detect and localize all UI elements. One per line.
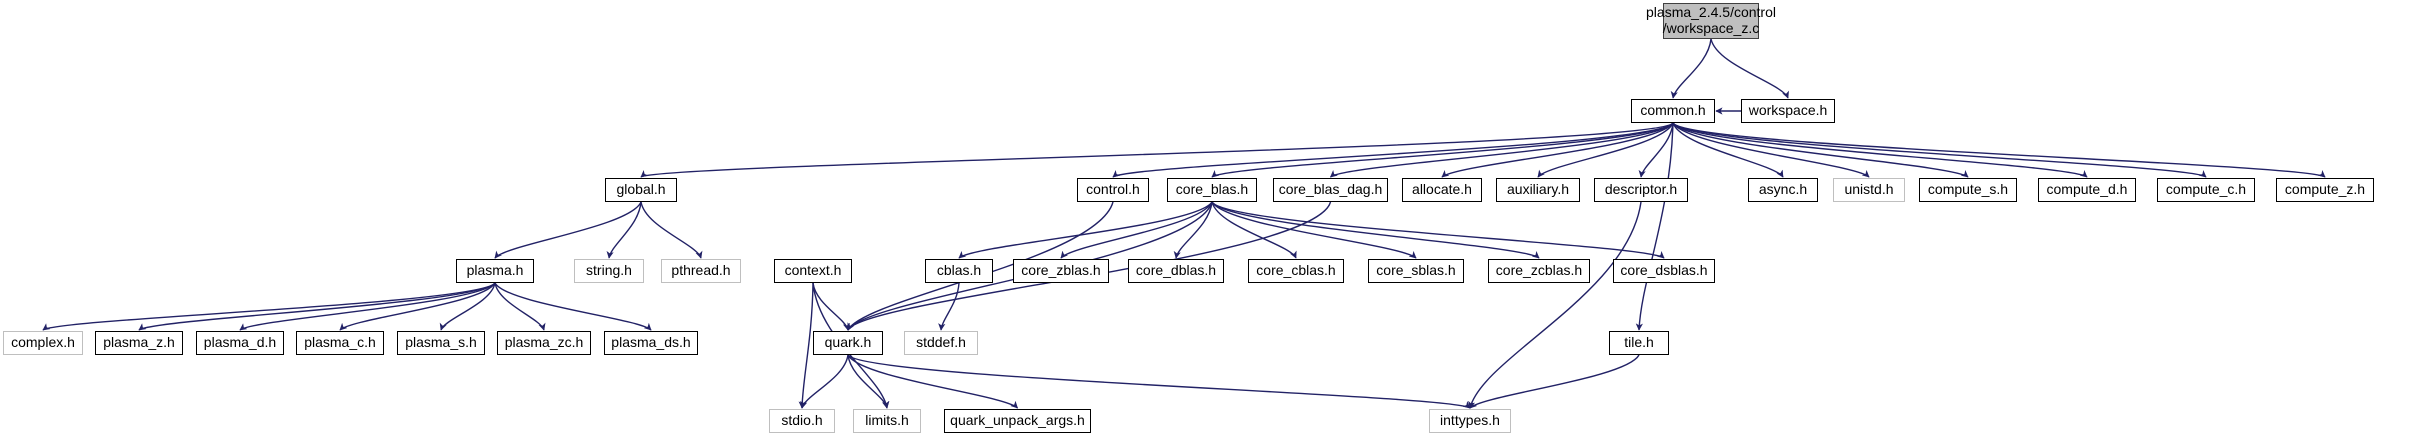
graph-edge-plasma-h-to-plasma-zc-h — [494, 282, 546, 331]
graph-node-core-blas-h[interactable]: core_blas.h — [1167, 178, 1257, 202]
graph-node-descriptor-h[interactable]: descriptor.h — [1594, 178, 1688, 202]
graph-edge-descriptor-h-to-inttypes-h — [1468, 201, 1642, 409]
graph-node-complex-h[interactable]: complex.h — [3, 331, 83, 355]
graph-edge-common-h-to-global-h — [640, 122, 1674, 178]
graph-edge-plasma-h-to-plasma-s-h — [439, 282, 496, 331]
graph-node-compute-z-h[interactable]: compute_z.h — [2276, 178, 2374, 202]
graph-edge-tile-h-to-inttypes-h — [1469, 354, 1640, 409]
graph-node-limits-h[interactable]: limits.h — [853, 409, 921, 433]
graph-node-quark-h[interactable]: quark.h — [813, 331, 883, 355]
graph-node-pthread-h[interactable]: pthread.h — [661, 259, 741, 283]
graph-edge-plasma-h-to-complex-h — [42, 282, 496, 331]
graph-edge-core-blas-h-to-core-zblas-h — [1060, 201, 1213, 259]
graph-node-plasma-h[interactable]: plasma.h — [456, 259, 534, 283]
graph-edge-core-blas-h-to-core-zcblas-h — [1211, 201, 1540, 259]
graph-node-inttypes-h[interactable]: inttypes.h — [1429, 409, 1511, 433]
graph-edge-core-blas-h-to-core-dblas-h — [1173, 201, 1213, 259]
graph-edge-context-h-to-quark-h — [812, 282, 851, 331]
graph-edge-quark-h-to-quark-unpack-h — [847, 354, 1019, 409]
graph-node-cblas-h[interactable]: cblas.h — [925, 259, 993, 283]
graph-node-context-h[interactable]: context.h — [774, 259, 852, 283]
graph-node-tile-h[interactable]: tile.h — [1609, 331, 1669, 355]
graph-node-auxiliary-h[interactable]: auxiliary.h — [1496, 178, 1580, 202]
graph-node-workspace-h[interactable]: workspace.h — [1741, 99, 1835, 123]
graph-node-plasma-z-h[interactable]: plasma_z.h — [95, 331, 183, 355]
graph-edge-plasma-h-to-plasma-d-h — [239, 282, 496, 331]
graph-node-allocate-h[interactable]: allocate.h — [1402, 178, 1482, 202]
graph-node-core-blas-dag-h[interactable]: core_blas_dag.h — [1273, 178, 1388, 202]
graph-edge-common-h-to-compute-d-h — [1672, 122, 2088, 178]
graph-edge-cblas-h-to-stddef-h — [938, 282, 960, 331]
graph-edge-common-h-to-core-blas-dag-h — [1329, 122, 1674, 178]
graph-edge-common-h-to-core-blas-h — [1211, 122, 1674, 178]
graph-node-core-dblas-h[interactable]: core_dblas.h — [1128, 259, 1224, 283]
graph-edge-global-h-to-string-h — [606, 201, 642, 259]
graph-node-common-h[interactable]: common.h — [1631, 99, 1715, 123]
graph-node-plasma-s-h[interactable]: plasma_s.h — [397, 331, 485, 355]
graph-edge-common-h-to-compute-z-h — [1672, 122, 2326, 178]
graph-node-unistd-h[interactable]: unistd.h — [1833, 178, 1905, 202]
graph-edge-quark-h-to-stdio-h — [800, 354, 849, 409]
graph-node-core-dsblas-h[interactable]: core_dsblas.h — [1613, 259, 1715, 283]
graph-edge-common-h-to-control-h — [1112, 122, 1674, 178]
graph-node-core-sblas-h[interactable]: core_sblas.h — [1368, 259, 1464, 283]
graph-edge-quark-h-to-inttypes-h — [847, 354, 1471, 409]
graph-edge-core-blas-h-to-core-sblas-h — [1211, 201, 1417, 259]
graph-node-stdio-h[interactable]: stdio.h — [769, 409, 835, 433]
graph-edge-root-to-workspace-h — [1710, 38, 1789, 99]
graph-edge-global-h-to-plasma-h — [494, 201, 642, 259]
graph-edge-common-h-to-async-h — [1672, 122, 1784, 178]
graph-node-plasma-c-h[interactable]: plasma_c.h — [296, 331, 384, 355]
graph-edge-global-h-to-pthread-h — [640, 201, 703, 259]
graph-node-control-h[interactable]: control.h — [1077, 178, 1149, 202]
graph-node-compute-d-h[interactable]: compute_d.h — [2038, 178, 2136, 202]
graph-node-string-h[interactable]: string.h — [574, 259, 644, 283]
graph-edge-plasma-h-to-plasma-z-h — [138, 282, 496, 331]
graph-node-compute-c-h[interactable]: compute_c.h — [2157, 178, 2255, 202]
graph-edge-core-blas-h-to-core-dsblas-h — [1211, 201, 1665, 259]
graph-edge-common-h-to-auxiliary-h — [1537, 122, 1674, 178]
graph-edge-context-h-to-stdio-h — [798, 282, 814, 409]
graph-edge-common-h-to-compute-c-h — [1672, 122, 2207, 178]
graph-node-core-zblas-h[interactable]: core_zblas.h — [1013, 259, 1109, 283]
graph-node-compute-s-h[interactable]: compute_s.h — [1919, 178, 2017, 202]
graph-edge-common-h-to-unistd-h — [1672, 122, 1870, 178]
graph-edge-common-h-to-allocate-h — [1441, 122, 1674, 178]
graph-node-core-cblas-h[interactable]: core_cblas.h — [1248, 259, 1344, 283]
graph-edge-common-h-to-descriptor-h — [1638, 122, 1674, 178]
graph-edge-plasma-h-to-plasma-ds-h — [494, 282, 652, 331]
edge-paths — [42, 38, 2326, 409]
graph-node-stddef-h[interactable]: stddef.h — [904, 331, 978, 355]
graph-edge-root-to-common-h — [1670, 38, 1712, 99]
graph-edge-common-h-to-tile-h — [1635, 122, 1674, 331]
graph-node-global-h[interactable]: global.h — [605, 178, 677, 202]
graph-node-async-h[interactable]: async.h — [1748, 178, 1818, 202]
graph-edge-core-blas-h-to-core-cblas-h — [1211, 201, 1297, 259]
graph-edge-common-h-to-compute-s-h — [1672, 122, 1969, 178]
graph-node-core-zcblas-h[interactable]: core_zcblas.h — [1488, 259, 1590, 283]
graph-node-plasma-ds-h[interactable]: plasma_ds.h — [604, 331, 698, 355]
graph-edge-quark-h-to-limits-h — [847, 354, 890, 409]
graph-node-quark-unpack-h[interactable]: quark_unpack_args.h — [944, 409, 1091, 433]
graph-edge-plasma-h-to-plasma-c-h — [339, 282, 496, 331]
graph-node-plasma-d-h[interactable]: plasma_d.h — [196, 331, 284, 355]
graph-node-root[interactable]: plasma_2.4.5/control /workspace_z.c — [1646, 3, 1776, 39]
graph-node-plasma-zc-h[interactable]: plasma_zc.h — [497, 331, 591, 355]
graph-edge-core-blas-h-to-cblas-h — [958, 201, 1213, 259]
